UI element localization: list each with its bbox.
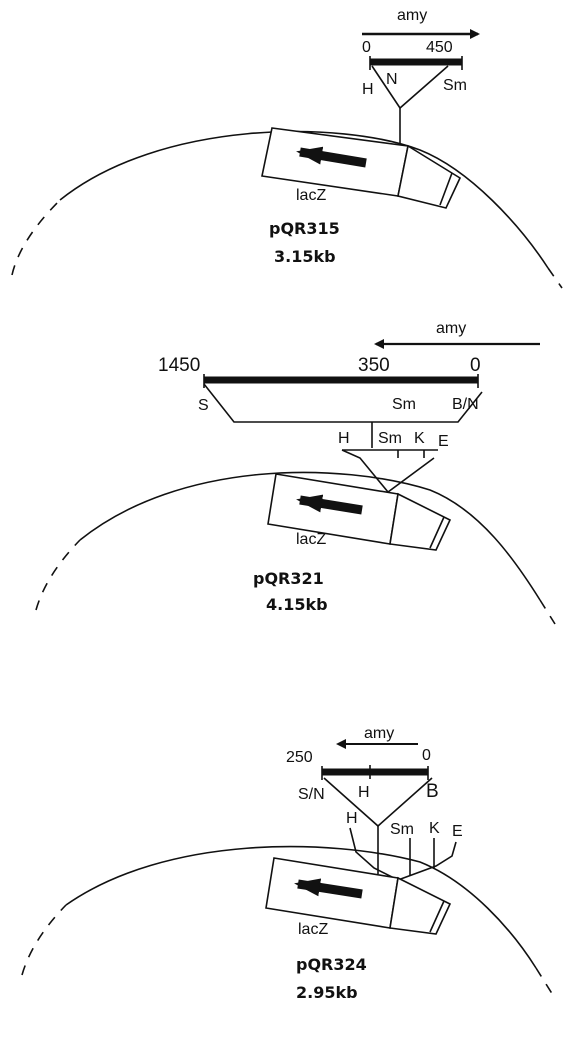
mcs-site-H: H <box>338 430 350 447</box>
plasmid-size: 4.15kb <box>266 595 328 614</box>
scale-left-label: 250 <box>286 749 313 766</box>
gene-label: lacZ <box>296 531 326 548</box>
plasmid-name: pQR321 <box>253 569 324 588</box>
plasmid-name: pQR315 <box>269 219 340 238</box>
lacZ-direction-arrow <box>296 146 367 168</box>
plasmid-size: 3.15kb <box>274 247 336 266</box>
scale-right-label: 0 <box>422 747 431 764</box>
site-Sm: Sm <box>392 396 416 413</box>
gene-label: lacZ <box>298 921 328 938</box>
site-B: B <box>426 781 439 802</box>
scale-left-label: 1450 <box>158 355 200 376</box>
scale-end-label: 450 <box>426 39 453 56</box>
site-N: N <box>386 71 398 88</box>
scale-start-label: 0 <box>362 39 371 56</box>
insert-gene-label: amy <box>397 7 427 24</box>
insert-gene-label: amy <box>364 725 394 742</box>
site-Sm: Sm <box>443 77 467 94</box>
plasmid-name: pQR324 <box>296 955 367 974</box>
site-BN: B/N <box>452 396 479 413</box>
mcs-site-K: K <box>429 820 440 837</box>
site-H: H <box>362 81 374 98</box>
mcs-site-Sm: Sm <box>390 821 414 838</box>
plasmid-pQR321: amy 1450 350 0 S Sm B/N H Sm K E lacZ pQ… <box>35 320 556 625</box>
site-H: H <box>358 784 370 801</box>
plasmid-pQR315: amy 0 450 H N Sm lacZ pQR315 3.15kb <box>11 7 563 289</box>
mcs-site-E: E <box>452 823 463 840</box>
scale-mid-label: 350 <box>358 355 390 376</box>
lacZ-direction-arrow <box>296 494 363 515</box>
lacZ-direction-arrow <box>294 878 363 899</box>
mcs-site-Sm: Sm <box>378 430 402 447</box>
mcs-site-H: H <box>346 810 358 827</box>
site-SN: S/N <box>298 786 325 803</box>
plasmid-pQR324: amy 250 0 S/N H B H Sm K E lacZ pQR324 2… <box>21 725 557 1002</box>
gene-label: lacZ <box>296 187 326 204</box>
insert-gene-label: amy <box>436 320 466 337</box>
scale-right-label: 0 <box>470 355 481 376</box>
site-S: S <box>198 397 209 414</box>
mcs-site-K: K <box>414 430 425 447</box>
plasmid-size: 2.95kb <box>296 983 358 1002</box>
mcs-site-E: E <box>438 433 449 450</box>
